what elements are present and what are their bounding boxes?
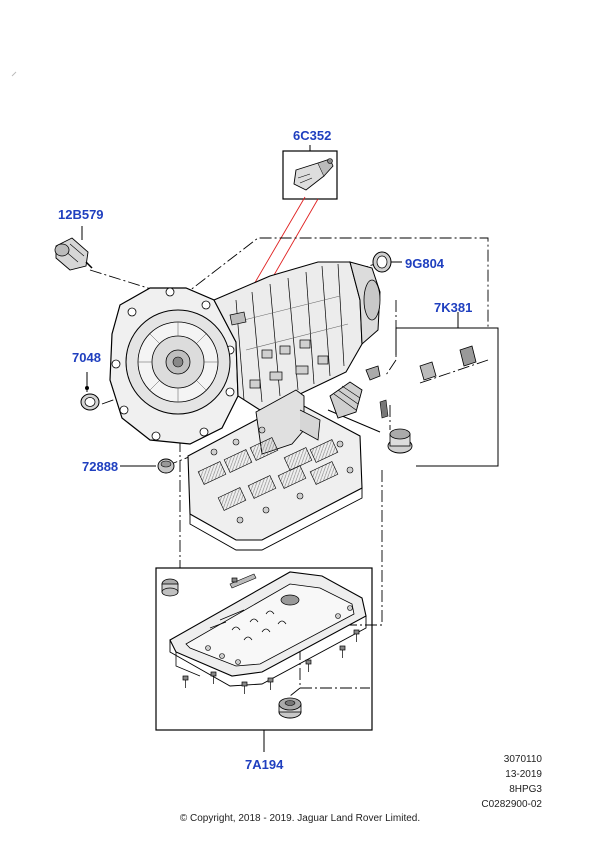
callout-7k381[interactable]: 7K381 xyxy=(434,300,473,315)
callout-7a194[interactable]: 7A194 xyxy=(245,757,284,772)
ref-illustration-code: C0282900-02 xyxy=(481,799,542,810)
ref-number: 3070110 xyxy=(503,754,542,765)
callout-9g804[interactable]: 9G804 xyxy=(405,256,445,271)
ref-model: 8HPG3 xyxy=(509,784,542,795)
front-seal-7048 xyxy=(80,372,100,411)
callout-12b579[interactable]: 12B579 xyxy=(58,207,104,222)
copyright-notice: © Copyright, 2018 - 2019. Jaguar Land Ro… xyxy=(179,813,421,824)
seal-9g804 xyxy=(372,251,402,273)
callout-7048[interactable]: 7048 xyxy=(72,350,101,365)
callout-72888[interactable]: 72888 xyxy=(82,459,119,474)
speed-sensor-12b579 xyxy=(54,226,93,271)
sensor-6c352-group xyxy=(282,145,338,200)
ref-date: 13-2019 xyxy=(505,769,542,780)
oil-pan-7a194-group xyxy=(155,567,373,752)
callout-6c352[interactable]: 6C352 xyxy=(293,128,332,143)
plug-kit-parts xyxy=(329,345,477,454)
plug-72888 xyxy=(120,458,175,474)
transmission-housing xyxy=(109,261,381,445)
valve-body xyxy=(187,389,363,551)
